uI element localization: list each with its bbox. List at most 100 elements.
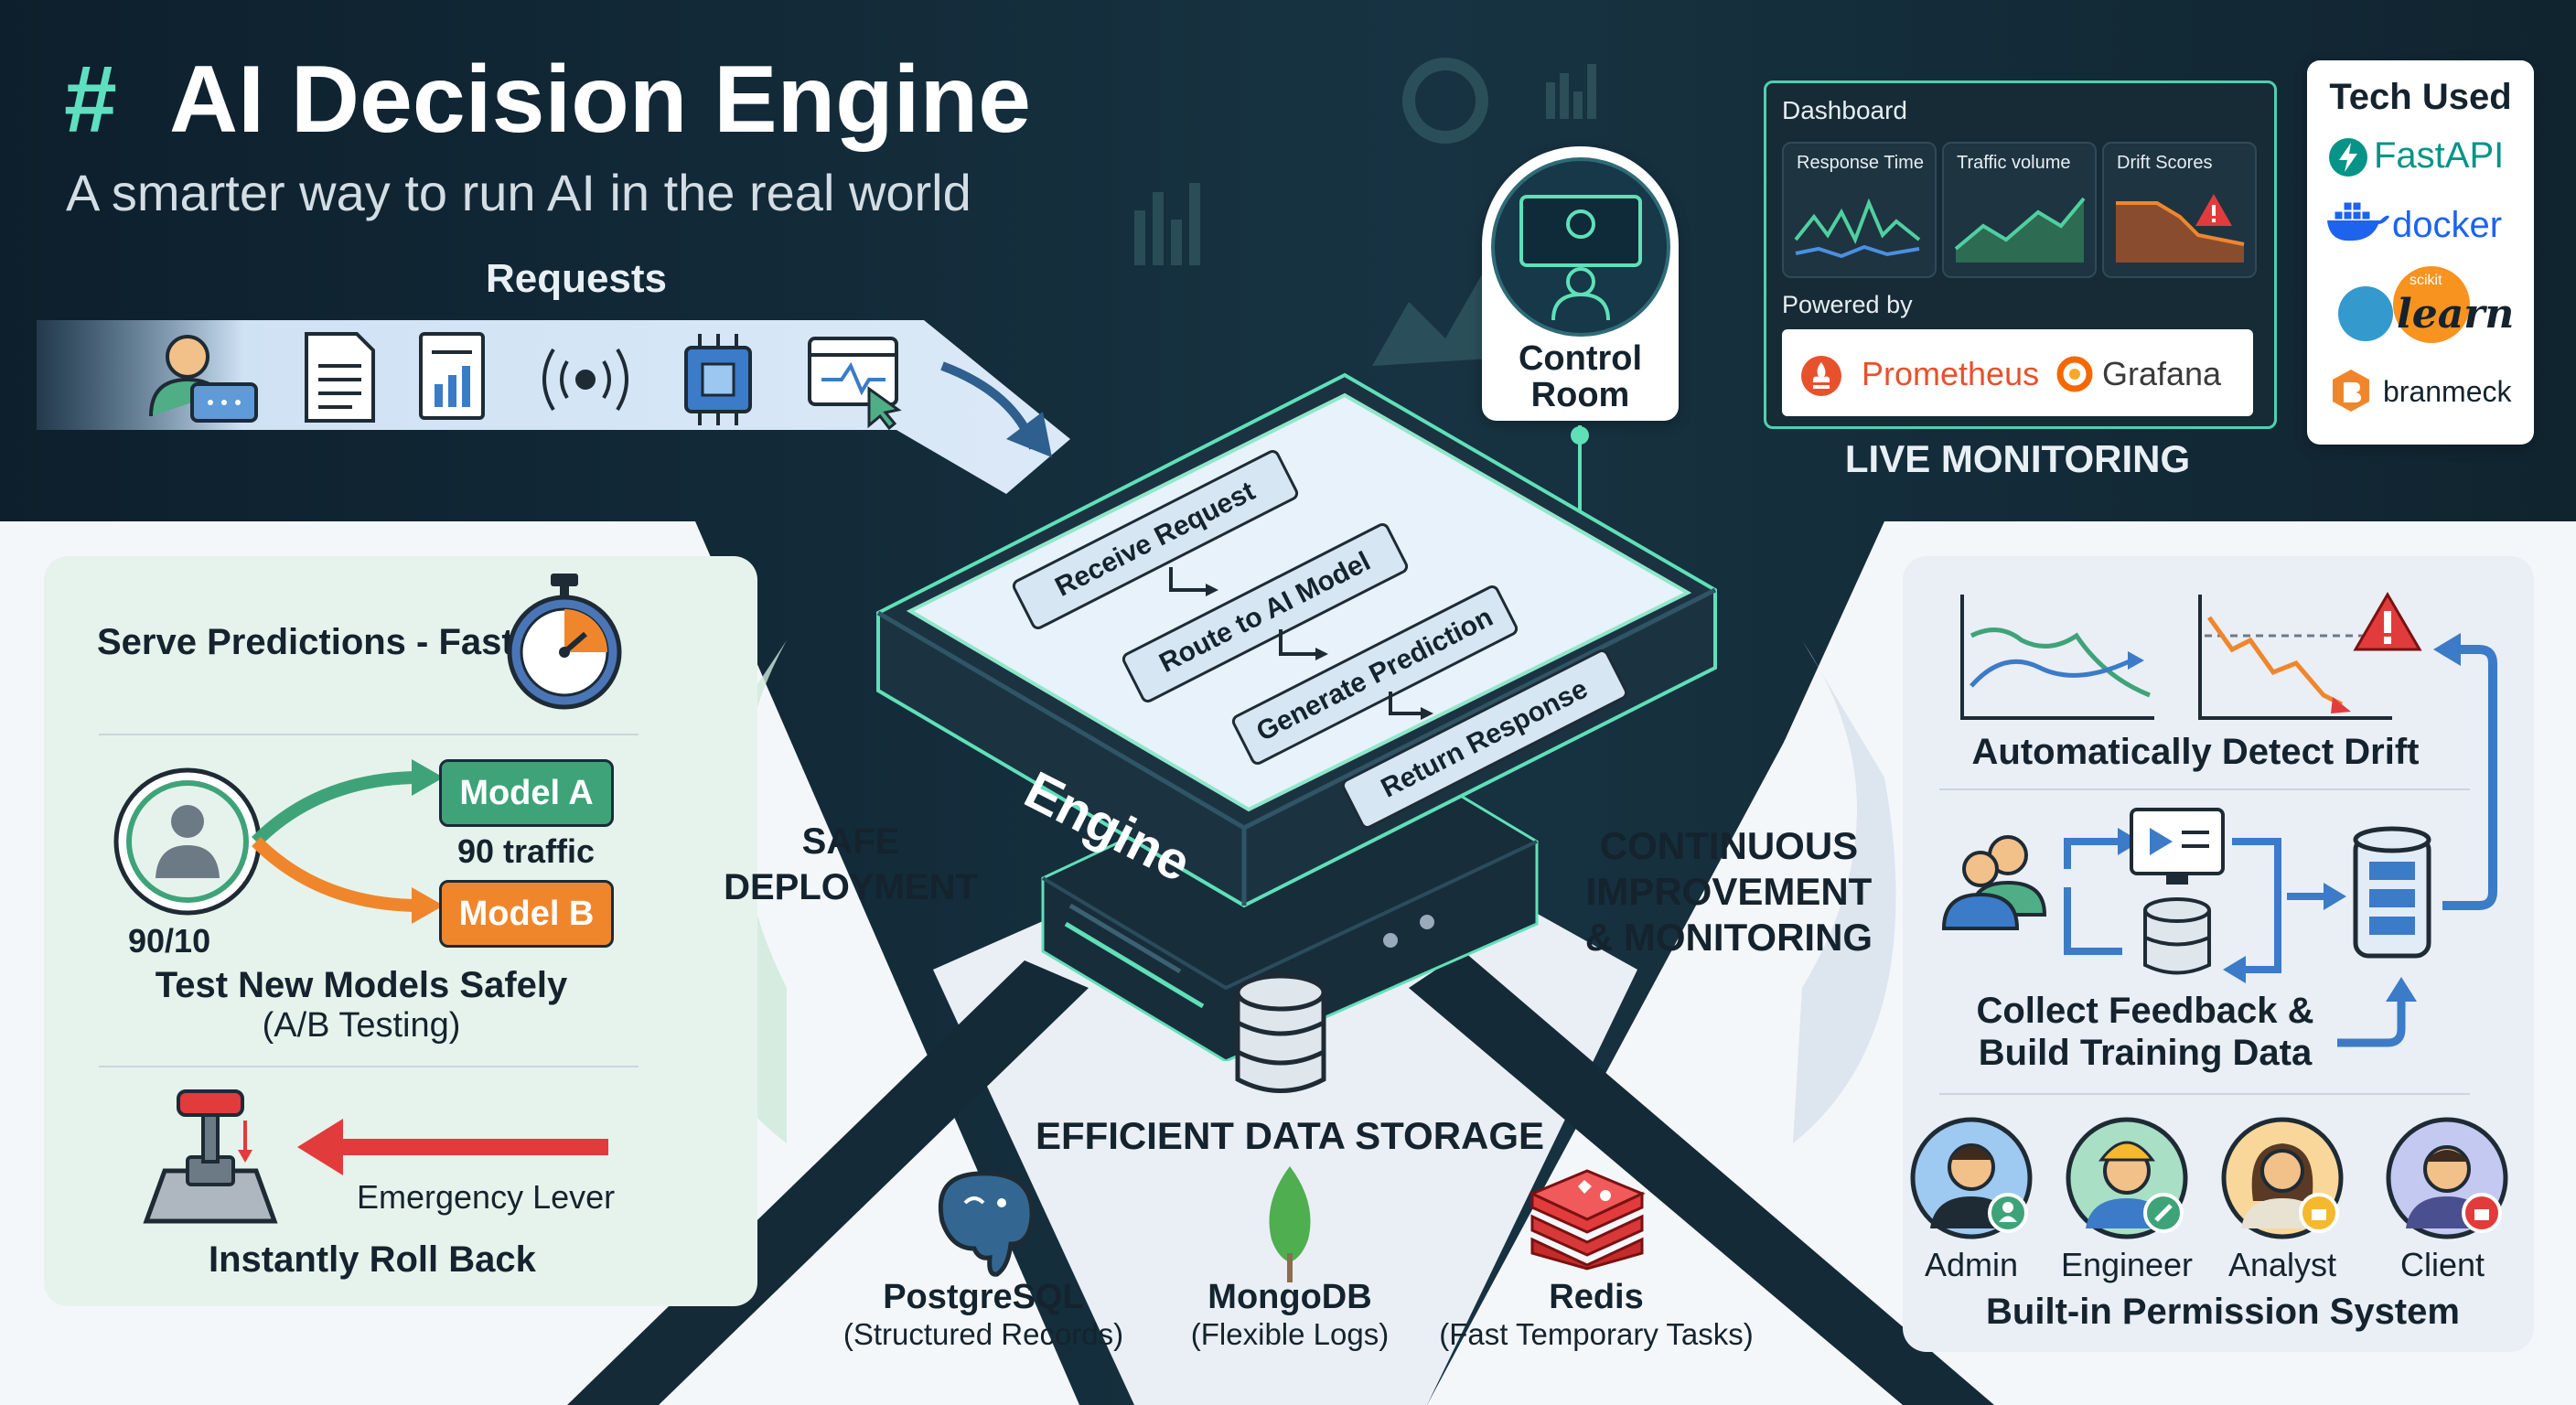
small-database-icon: [2143, 897, 2211, 975]
response-time-sparkline: [1794, 198, 1921, 259]
mongodb-desc: (Flexible Logs): [1190, 1317, 1390, 1351]
role-engineer: Engineer: [2060, 1246, 2194, 1283]
page-subtitle: A smarter way to run AI in the real worl…: [66, 164, 971, 221]
right-divider-1: [1939, 788, 2470, 790]
left-divider-1: [99, 734, 639, 735]
upward-arrow: [2337, 977, 2417, 1047]
branmeck-icon: [2333, 370, 2369, 412]
storage-title: EFFICIENT DATA STORAGE: [1035, 1114, 1545, 1157]
chart-traffic-volume: Traffic volume: [1942, 142, 2097, 278]
database-server-icon: [2353, 826, 2431, 959]
chart-traffic-volume-title: Traffic volume: [1957, 153, 2071, 173]
left-divider-2: [99, 1066, 639, 1067]
fastapi-label: FastAPI: [2374, 135, 2505, 176]
continuous-line3: & MONITORING: [1584, 916, 1873, 959]
tech-used-title: Tech Used: [2329, 77, 2512, 117]
role-admin: Admin: [1924, 1246, 2019, 1283]
mongodb-label: MongoDB: [1208, 1278, 1372, 1316]
loop-arrow: [2433, 633, 2497, 910]
database-icon: [1235, 973, 1326, 1093]
serve-predictions-label: Serve Predictions - Fast: [97, 622, 514, 662]
control-room-label: Control Room: [1482, 340, 1679, 413]
lever-icon: [143, 1089, 278, 1224]
right-divider-2: [1939, 1093, 2470, 1095]
report-icon: [419, 332, 485, 420]
step-arrows: [1169, 567, 1433, 720]
signal-icon: [542, 348, 628, 412]
scikit-learn-icon: [2338, 266, 2470, 343]
model-b-badge: Model B: [439, 880, 614, 948]
role-client: Client: [2399, 1246, 2485, 1283]
mongodb-icon: [1269, 1166, 1311, 1282]
safe-deployment-label: SAFE DEPLOYMENT: [704, 819, 997, 910]
warning-icon: [2195, 194, 2232, 226]
dashboard-title: Dashboard: [1782, 96, 1907, 124]
alert-icon: [2353, 592, 2422, 651]
page-title: AI Decision Engine: [169, 47, 1031, 153]
branmeck-label: branmeck: [2383, 375, 2512, 408]
rollback-arrow: [297, 1119, 608, 1175]
detect-drift-label: Automatically Detect Drift: [1971, 732, 2420, 772]
engineer-avatar: [2066, 1117, 2188, 1239]
feedback-label: Collect Feedback & Build Training Data: [1948, 990, 2342, 1074]
chart-drift-scores-title: Drift Scores: [2117, 153, 2213, 173]
traffic-volume-area: [1954, 197, 2086, 263]
drift-alert-chart: [2198, 592, 2422, 720]
rollback-diagram: [143, 1089, 608, 1224]
ab-testing-diagram: [113, 759, 444, 924]
requests-label: Requests: [485, 256, 668, 301]
request-icons: [149, 332, 902, 430]
continuous-line2: IMPROVEMENT: [1585, 870, 1873, 913]
model-a-badge: Model A: [439, 759, 614, 827]
rollback-label: Instantly Roll Back: [209, 1239, 536, 1280]
control-room-line2: Room: [1530, 376, 1630, 414]
continuous-improvement-label: CONTINUOUS IMPROVEMENT & MONITORING: [1555, 823, 1903, 960]
safe-deployment-line1: SAFE: [801, 821, 900, 862]
live-monitoring-label: LIVE MONITORING: [1844, 437, 2191, 480]
monitor-icon: [2130, 808, 2225, 885]
engine-block: [876, 372, 1717, 1061]
control-room-icon: [1491, 157, 1670, 337]
title-hash: #: [64, 47, 117, 153]
prometheus-icon: [1801, 356, 1841, 396]
admin-avatar: [1910, 1117, 2033, 1239]
browser-click-icon: [808, 337, 902, 430]
feedback-line1: Collect Feedback &: [1976, 991, 2314, 1031]
emergency-lever-label: Emergency Lever: [357, 1178, 616, 1216]
drift-charts: [1960, 592, 2422, 720]
traffic-label: 90 traffic: [457, 832, 595, 871]
connector-dot: [1571, 426, 1589, 445]
docker-label: docker: [2392, 205, 2503, 245]
split-label: 90/10: [128, 922, 211, 960]
users-icon: [1941, 835, 2047, 930]
redis-desc: (Fast Temporary Tasks): [1439, 1317, 1754, 1351]
chart-response-time: Response Time: [1782, 142, 1937, 278]
safe-deployment-line2: DEPLOYMENT: [724, 867, 978, 907]
continuous-line1: CONTINUOUS: [1599, 824, 1859, 867]
drift-line-chart: [1960, 595, 2154, 720]
scikit-small-label: scikit: [2410, 273, 2442, 288]
control-room-line1: Control: [1518, 339, 1643, 378]
postgresql-label: PostgreSQL: [883, 1278, 1084, 1316]
permission-label: Built-in Permission System: [1986, 1292, 2460, 1332]
user-icon: [149, 335, 258, 423]
roles-avatars: [1910, 1117, 2508, 1239]
grafana-icon: [2056, 356, 2093, 392]
person-icon: [156, 805, 220, 878]
role-analyst: Analyst: [2227, 1246, 2337, 1283]
client-avatar: [2386, 1117, 2508, 1239]
test-models-subtitle: (A/B Testing): [262, 1006, 461, 1045]
feedback-line2: Build Training Data: [1978, 1033, 2313, 1073]
powered-by-box: [1782, 329, 2253, 416]
stopwatch-icon: [507, 574, 622, 710]
test-models-title: Test New Models Safely: [155, 965, 568, 1005]
chart-response-time-title: Response Time: [1797, 153, 1924, 173]
document-icon: [305, 332, 375, 423]
powered-by-label: Powered by: [1782, 291, 1913, 318]
control-room-connector: [1578, 425, 1582, 544]
feedback-diagram: [1941, 808, 2431, 983]
drift-scores-area: [2116, 194, 2245, 263]
postgresql-icon: [938, 1171, 1035, 1277]
chip-icon: [684, 334, 752, 425]
redis-label: Redis: [1549, 1278, 1644, 1316]
